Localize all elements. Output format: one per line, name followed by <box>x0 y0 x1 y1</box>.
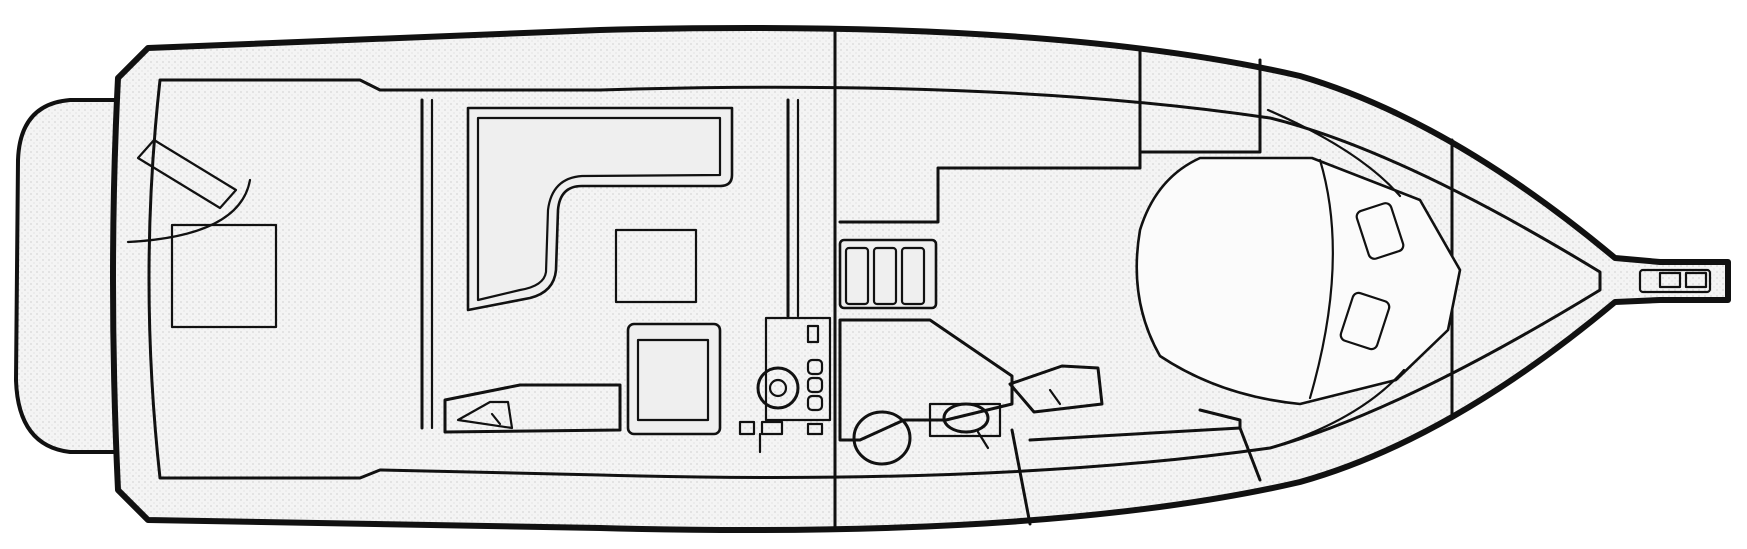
galley-cabinet <box>626 322 722 436</box>
helm-throttle-1 <box>806 358 824 376</box>
helm-switch-2 <box>760 420 784 436</box>
transom-door-swing <box>126 178 252 244</box>
companionway-steps <box>838 238 938 310</box>
hanging-locker <box>1138 46 1262 154</box>
bow-inner-curve-2 <box>1268 368 1406 450</box>
head-sink-counter <box>928 402 1002 438</box>
bow-pulpit <box>1638 268 1712 294</box>
transom-door <box>136 138 238 210</box>
swim-platform <box>14 98 130 454</box>
stateroom-seat-handle <box>1048 388 1062 406</box>
head-sink <box>942 402 990 434</box>
bow-inner-curve <box>1266 108 1402 198</box>
v-berth-cushion-line <box>1308 158 1334 400</box>
helm-wheel <box>756 366 800 410</box>
salon-settee-back <box>476 116 722 302</box>
helm-throttle-2 <box>806 376 824 394</box>
anchor-roller-2 <box>1684 271 1708 289</box>
galley-counter <box>443 383 622 434</box>
forward-hatch-1 <box>1355 202 1405 260</box>
step-1 <box>844 246 870 306</box>
galley-cabinet-inner <box>636 338 710 422</box>
anchor-roller <box>1658 271 1682 289</box>
cockpit-hatch <box>170 223 278 329</box>
helm-throttle-3 <box>806 394 824 412</box>
stateroom-seat <box>1008 364 1104 414</box>
starboard-locker-2 <box>1198 408 1242 430</box>
salon-table <box>614 228 698 304</box>
helm-wheel-hub <box>768 378 788 398</box>
v-berth <box>1135 156 1462 406</box>
forward-hatch-2 <box>1339 291 1391 351</box>
step-3 <box>900 246 926 306</box>
helm-gauge-1 <box>806 324 820 344</box>
head-toilet <box>852 410 912 466</box>
head-faucet <box>976 430 990 450</box>
helm-switch-3 <box>806 422 824 436</box>
helm-switch-1 <box>738 420 756 436</box>
salon-settee <box>466 106 734 312</box>
galley-faucet <box>490 412 502 426</box>
helm-console <box>764 316 832 422</box>
galley-sink <box>456 400 514 430</box>
gunwale-inner <box>147 78 1602 480</box>
head-compartment <box>838 318 1014 442</box>
head-door-line <box>1010 428 1032 526</box>
step-2 <box>872 246 898 306</box>
